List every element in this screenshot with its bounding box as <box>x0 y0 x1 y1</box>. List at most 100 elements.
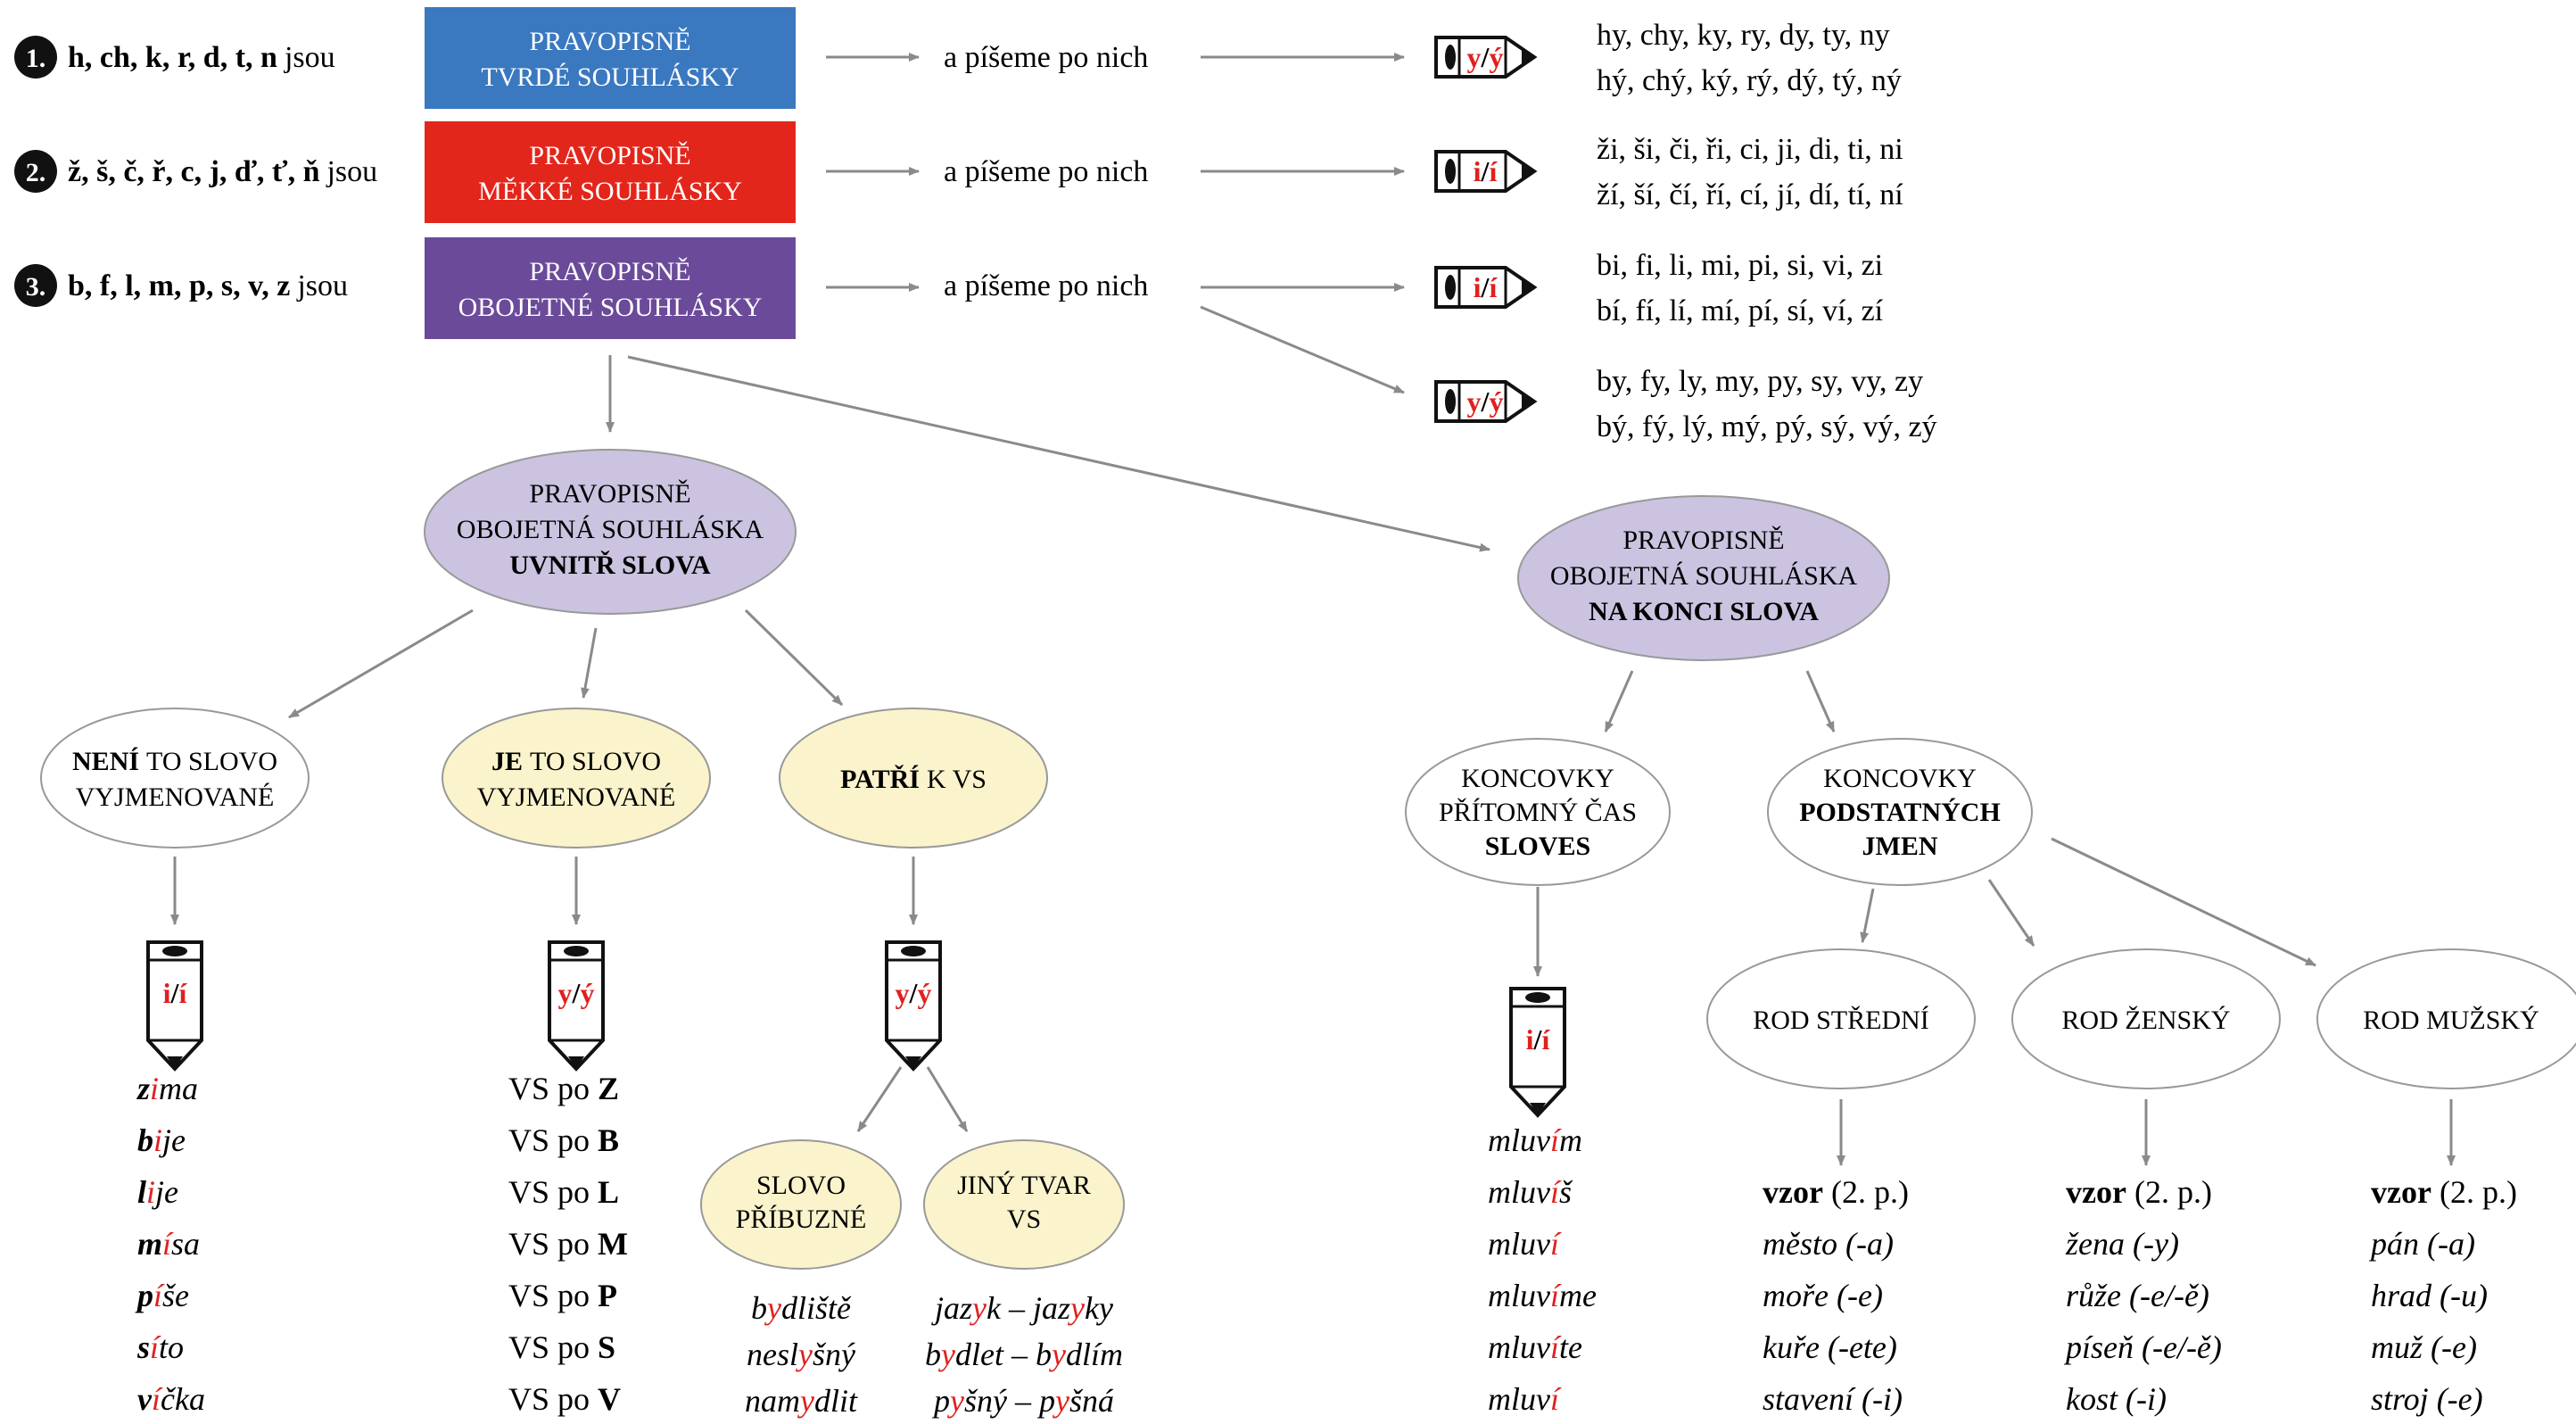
node-line-1: PRAVOPISNĚ <box>529 479 690 509</box>
vs-rule: VS po M <box>508 1226 628 1262</box>
example-word: bije <box>137 1122 186 1158</box>
syllables-long: hý, chý, ký, rý, dý, tý, ný <box>1597 64 1902 97</box>
svg-text:VS: VS <box>1007 1205 1041 1234</box>
svg-text:y/ý: y/ý <box>896 977 932 1009</box>
row-tail: jsou <box>284 41 335 74</box>
consonant-list: h, ch, k, r, d, t, n <box>68 41 277 74</box>
svg-text:VYJMENOVANÉ: VYJMENOVANÉ <box>477 782 676 812</box>
svg-text:PŘÍBUZNÉ: PŘÍBUZNÉ <box>736 1205 867 1234</box>
svg-text:JINÝ TVAR: JINÝ TVAR <box>957 1171 1091 1200</box>
pattern-word: růže (-e/-ě) <box>2066 1278 2209 1313</box>
inside-word-node: PRAVOPISNĚ OBOJETNÁ SOUHLÁSKA UVNITŘ SLO… <box>424 449 797 615</box>
related-word: neslyšný <box>747 1337 855 1372</box>
svg-text:PODSTATNÝCH: PODSTATNÝCH <box>1799 798 2001 827</box>
example-word: lije <box>137 1174 178 1210</box>
neuter-gender-node: ROD STŘEDNÍ <box>1706 948 1976 1089</box>
box-line-2: TVRDÉ SOUHLÁSKY <box>481 62 739 92</box>
svg-text:ROD STŘEDNÍ: ROD STŘEDNÍ <box>1753 1006 1929 1035</box>
pattern-word: stavení (-i) <box>1763 1381 1903 1417</box>
other-form-pair: pyšný – pyšná <box>931 1383 1114 1419</box>
svg-text:VYJMENOVANÉ: VYJMENOVANÉ <box>76 782 275 812</box>
pattern-word: hrad (-u) <box>2371 1278 2488 1313</box>
related-word: namydlit <box>745 1383 858 1419</box>
row-number: 3. <box>26 272 46 302</box>
verb-form: mluví <box>1488 1226 1562 1262</box>
svg-text:y/ý: y/ý <box>558 977 595 1009</box>
pattern-word: kost (-i) <box>2066 1381 2167 1417</box>
row-tail: jsou <box>326 155 377 188</box>
verb-form: mluví <box>1488 1381 1562 1417</box>
syllables-short: ži, ši, či, ři, ci, ji, di, ti, ni <box>1597 133 1903 166</box>
other-form-pair: bydlet – bydlím <box>925 1337 1123 1372</box>
hard-consonants-box <box>425 7 796 109</box>
verb-form: mluvíte <box>1488 1329 1582 1365</box>
consonant-list: b, f, l, m, p, s, v, z <box>68 269 290 302</box>
row-tail: jsou <box>296 269 348 302</box>
number-badge <box>14 150 57 193</box>
arrow-text: a píšeme po nich <box>944 155 1148 188</box>
vzor-heading: vzor (2. p.) <box>2371 1174 2517 1210</box>
node-line-3: UVNITŘ SLOVA <box>509 551 711 580</box>
svg-text:y/ý: y/ý <box>1467 385 1504 418</box>
svg-text:ROD MUŽSKÝ: ROD MUŽSKÝ <box>2363 1006 2539 1035</box>
verb-form: mluvím <box>1488 1122 1582 1158</box>
svg-text:SLOVO: SLOVO <box>756 1171 846 1200</box>
vs-rule: VS po Z <box>508 1071 619 1106</box>
example-word: píše <box>135 1278 189 1313</box>
svg-text:JMEN: JMEN <box>1862 832 1938 861</box>
syllables-long: ží, ší, čí, ří, cí, jí, dí, tí, ní <box>1597 178 1903 211</box>
box-line-1: PRAVOPISNĚ <box>529 141 690 170</box>
related-word: bydliště <box>751 1290 852 1326</box>
box-line-1: PRAVOPISNĚ <box>529 27 690 56</box>
pattern-word: muž (-e) <box>2371 1329 2477 1365</box>
vs-rule: VS po S <box>508 1329 615 1365</box>
row-number: 1. <box>26 44 46 73</box>
box-line-2: OBOJETNÉ SOUHLÁSKY <box>458 293 763 322</box>
syllables-short: bi, fi, li, mi, pi, si, vi, zi <box>1597 249 1883 282</box>
related-word-node: SLOVO PŘÍBUZNÉ <box>700 1139 902 1270</box>
pattern-word: žena (-y) <box>2065 1226 2179 1262</box>
syllables-long: bí, fí, lí, mí, pí, sí, ví, zí <box>1597 294 1884 327</box>
ambivalent-consonants-box <box>425 237 796 339</box>
svg-text:i/í: i/í <box>1474 155 1499 187</box>
svg-text:KONCOVKY: KONCOVKY <box>1823 764 1977 793</box>
verb-form: mluvíme <box>1488 1278 1597 1313</box>
vs-rule: VS po L <box>508 1174 619 1210</box>
svg-text:i/í: i/í <box>1474 271 1499 303</box>
box-line-2: MĚKKÉ SOUHLÁSKY <box>478 177 742 206</box>
row-number: 2. <box>26 158 46 187</box>
vzor-heading: vzor (2. p.) <box>2066 1174 2212 1210</box>
other-form-node: JINÝ TVAR VS <box>923 1139 1125 1270</box>
noun-endings-node: KONCOVKY PODSTATNÝCH JMEN <box>1767 738 2033 886</box>
node-line-3: NA KONCI SLOVA <box>1589 597 1819 626</box>
example-word: síto <box>136 1329 184 1365</box>
example-word: víčka <box>137 1381 205 1417</box>
syllables-short: by, fy, ly, my, py, sy, vy, zy <box>1597 365 1923 398</box>
pattern-word: moře (-e) <box>1763 1278 1883 1313</box>
svg-text:SLOVES: SLOVES <box>1485 832 1590 861</box>
svg-text:ROD ŽENSKÝ: ROD ŽENSKÝ <box>2061 1006 2230 1035</box>
vs-rule: VS po P <box>508 1278 617 1313</box>
number-badge <box>14 36 57 79</box>
svg-text:PŘÍTOMNÝ ČAS: PŘÍTOMNÝ ČAS <box>1439 798 1637 827</box>
consonant-list: ž, š, č, ř, c, j, ď, ť, ň <box>68 155 320 188</box>
box-line-1: PRAVOPISNĚ <box>529 257 690 286</box>
pattern-word: pán (-a) <box>2368 1226 2475 1262</box>
vs-rule: VS po V <box>508 1381 621 1417</box>
number-badge <box>14 264 57 307</box>
node-line-2: OBOJETNÁ SOUHLÁSKA <box>1550 561 1858 591</box>
pattern-word: kuře (-ete) <box>1763 1329 1897 1365</box>
arrow-text: a píšeme po nich <box>944 41 1148 74</box>
node-line-1: PRAVOPISNĚ <box>1622 526 1784 555</box>
verb-form: mluvíš <box>1488 1174 1573 1210</box>
